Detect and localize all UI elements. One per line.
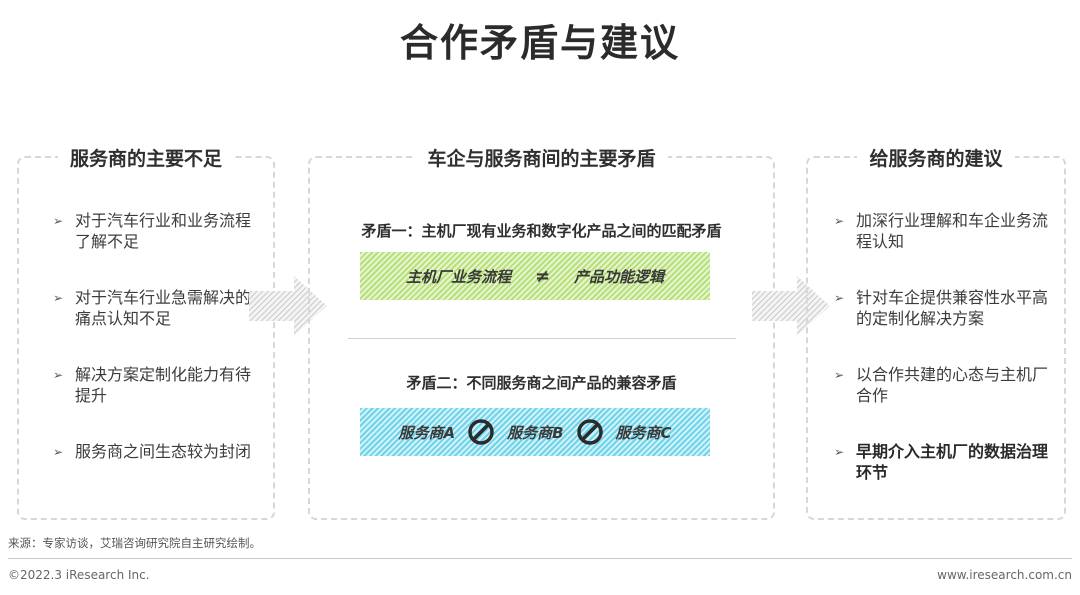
arrow-right-icon (249, 276, 327, 336)
list-item: ➢ 服务商之间生态较为封闭 (53, 441, 265, 518)
not-equal-icon: ≠ (534, 265, 551, 287)
list-item: ➢ 对于汽车行业急需解决的痛点认知不足 (53, 287, 265, 364)
list-item-text: 解决方案定制化能力有待提升 (75, 365, 252, 405)
list-item-text: 加深行业理解和车企业务流程认知 (856, 211, 1049, 251)
product-logic-label: 产品功能逻辑 (574, 267, 665, 286)
copyright: ©2022.3 iResearch Inc. (8, 568, 150, 582)
page-title: 合作矛盾与建议 (399, 21, 680, 65)
list-item: ➢ 针对车企提供兼容性水平高的定制化解决方案 (834, 287, 1060, 364)
provider-c-label: 服务商C (615, 423, 672, 442)
prohibited-icon (468, 419, 494, 445)
shortcomings-heading-text: 服务商的主要不足 (57, 148, 234, 170)
suggestions-list: ➢ 加深行业理解和车企业务流程认知 ➢ 针对车企提供兼容性水平高的定制化解决方案… (834, 210, 1060, 518)
provider-b-label: 服务商B (507, 423, 564, 442)
conflicts-heading: 车企与服务商间的主要矛盾 (310, 144, 773, 171)
shortcomings-list: ➢ 对于汽车行业和业务流程了解不足 ➢ 对于汽车行业急需解决的痛点认知不足 ➢ … (53, 210, 265, 518)
chevron-right-icon: ➢ (53, 214, 64, 228)
list-item: ➢ 早期介入主机厂的数据治理环节 (834, 441, 1060, 518)
chevron-right-icon: ➢ (834, 291, 845, 305)
chevron-right-icon: ➢ (53, 291, 64, 305)
chevron-right-icon: ➢ (834, 445, 845, 459)
conflict-two-title: 矛盾二：不同服务商之间产品的兼容矛盾 (406, 374, 677, 392)
conflicts-panel: 车企与服务商间的主要矛盾 矛盾一：主机厂现有业务和数字化产品之间的匹配矛盾 主机… (308, 148, 775, 520)
list-item-text: 服务商之间生态较为封闭 (75, 442, 252, 461)
list-item-text: 对于汽车行业急需解决的痛点认知不足 (75, 288, 252, 328)
conflict-one-title: 矛盾一：主机厂现有业务和数字化产品之间的匹配矛盾 (361, 222, 722, 240)
chevron-right-icon: ➢ (53, 445, 64, 459)
shortcomings-heading: 服务商的主要不足 (19, 144, 273, 171)
suggestions-heading-text: 给服务商的建议 (857, 148, 1015, 170)
chevron-right-icon: ➢ (834, 214, 845, 228)
list-item: ➢ 以合作共建的心态与主机厂合作 (834, 364, 1060, 441)
list-item: ➢ 对于汽车行业和业务流程了解不足 (53, 210, 265, 287)
conflict-two-band: 服务商A 服务商B 服务商C (360, 408, 710, 456)
list-item-text: 早期介入主机厂的数据治理环节 (856, 442, 1049, 482)
suggestions-panel: 给服务商的建议 ➢ 加深行业理解和车企业务流程认知 ➢ 针对车企提供兼容性水平高… (806, 148, 1066, 520)
list-item-text: 以合作共建的心态与主机厂合作 (856, 365, 1049, 405)
list-item: ➢ 加深行业理解和车企业务流程认知 (834, 210, 1060, 287)
shortcomings-panel: 服务商的主要不足 ➢ 对于汽车行业和业务流程了解不足 ➢ 对于汽车行业急需解决的… (17, 148, 275, 520)
chevron-right-icon: ➢ (53, 368, 64, 382)
list-item-text: 对于汽车行业和业务流程了解不足 (75, 211, 252, 251)
website-link[interactable]: www.iresearch.com.cn (937, 568, 1072, 582)
divider (348, 338, 736, 339)
prohibited-icon (576, 419, 603, 445)
conflict-one-band: 主机厂业务流程 ≠ 产品功能逻辑 (360, 252, 710, 300)
footer-divider (8, 558, 1072, 559)
provider-a-label: 服务商A (398, 423, 456, 442)
conflicts-heading-text: 车企与服务商间的主要矛盾 (415, 148, 668, 170)
chevron-right-icon: ➢ (834, 368, 845, 382)
list-item: ➢ 解决方案定制化能力有待提升 (53, 364, 265, 441)
arrow-right-icon (752, 276, 830, 336)
suggestions-heading: 给服务商的建议 (808, 144, 1064, 171)
list-item-text: 针对车企提供兼容性水平高的定制化解决方案 (856, 288, 1049, 328)
source-note: 来源：专家访谈，艾瑞咨询研究院自主研究绘制。 (8, 536, 261, 550)
business-process-label: 主机厂业务流程 (405, 267, 511, 286)
